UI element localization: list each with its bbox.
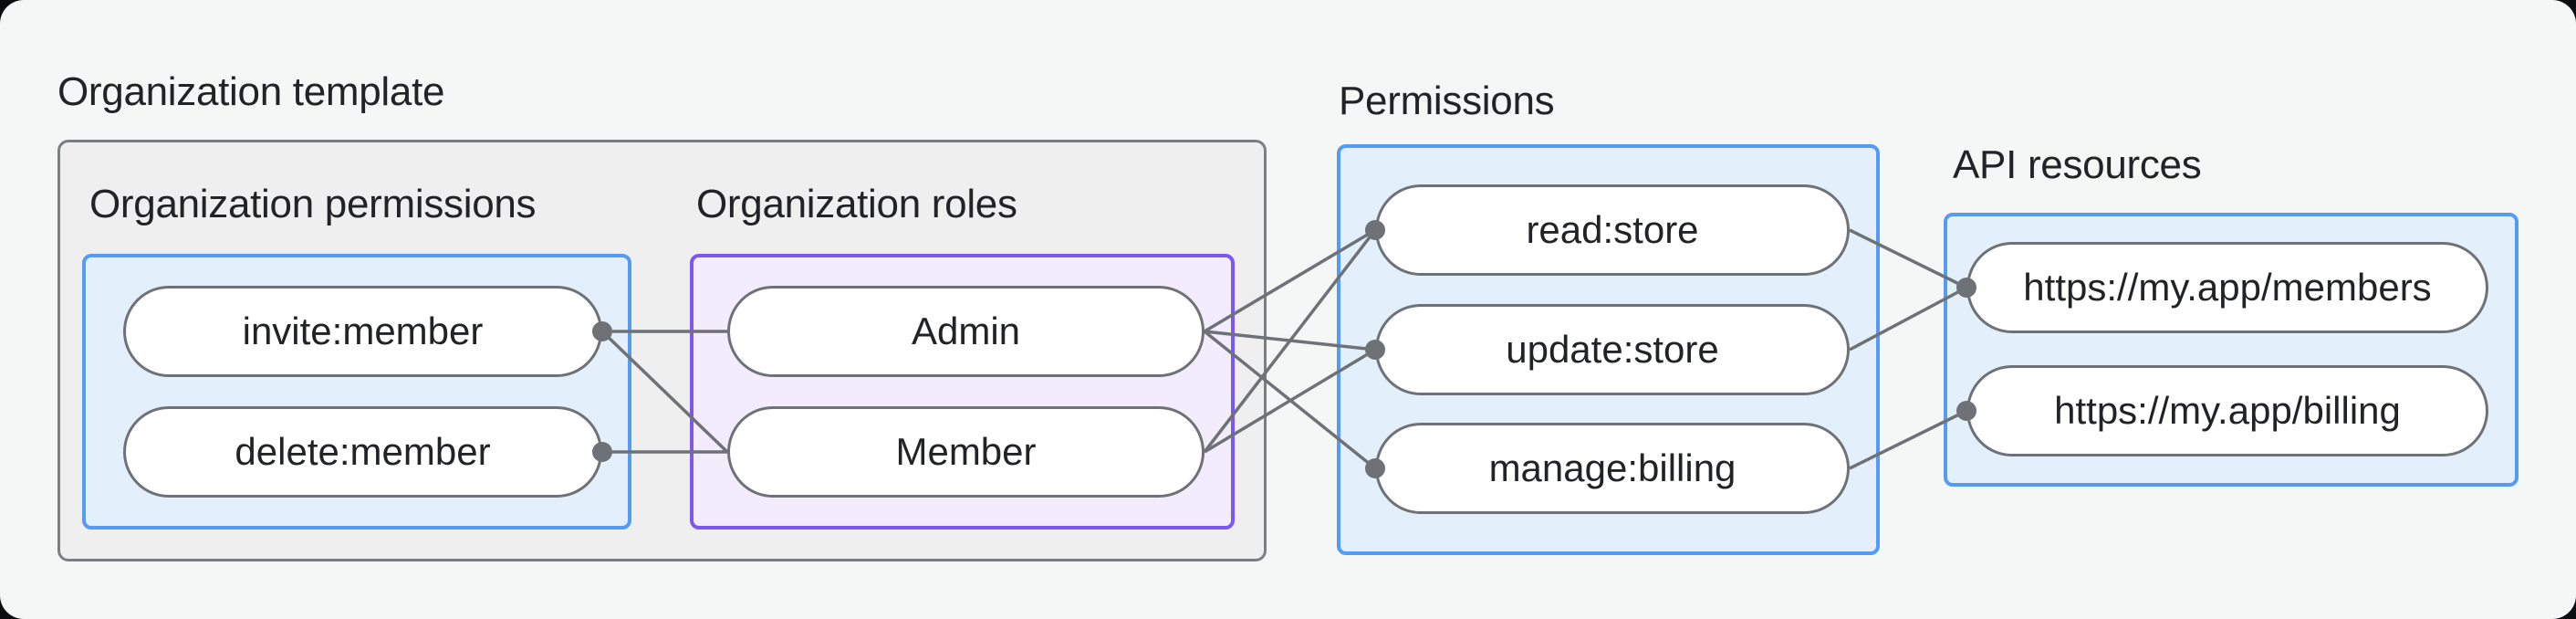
connector-dot-members-resource xyxy=(1956,278,1976,298)
api-resources-title: API resources xyxy=(1953,142,2202,187)
node-member: Member xyxy=(727,406,1205,498)
node-read-store: read:store xyxy=(1375,184,1850,276)
node-delete-member: delete:member xyxy=(123,406,602,498)
connector-dot-manage-billing xyxy=(1365,458,1385,478)
node-manage-billing: manage:billing xyxy=(1375,423,1850,514)
node-invite-member: invite:member xyxy=(123,286,602,377)
organization-roles-title: Organization roles xyxy=(696,182,1017,226)
connector-dot-billing-resource xyxy=(1956,401,1976,421)
node-admin: Admin xyxy=(727,286,1205,377)
permissions-title: Permissions xyxy=(1339,79,1555,123)
organization-permissions-title: Organization permissions xyxy=(89,182,537,226)
node-update-store: update:store xyxy=(1375,304,1850,395)
organization-template-title: Organization template xyxy=(57,69,445,114)
node-members-resource: https://my.app/members xyxy=(1966,242,2488,333)
connector-dot-update-store xyxy=(1365,340,1385,360)
connector-dot-delete-member xyxy=(592,442,612,462)
connector-dot-read-store xyxy=(1365,220,1385,240)
node-billing-resource: https://my.app/billing xyxy=(1966,365,2488,456)
connector-dot-invite-member xyxy=(592,321,612,341)
